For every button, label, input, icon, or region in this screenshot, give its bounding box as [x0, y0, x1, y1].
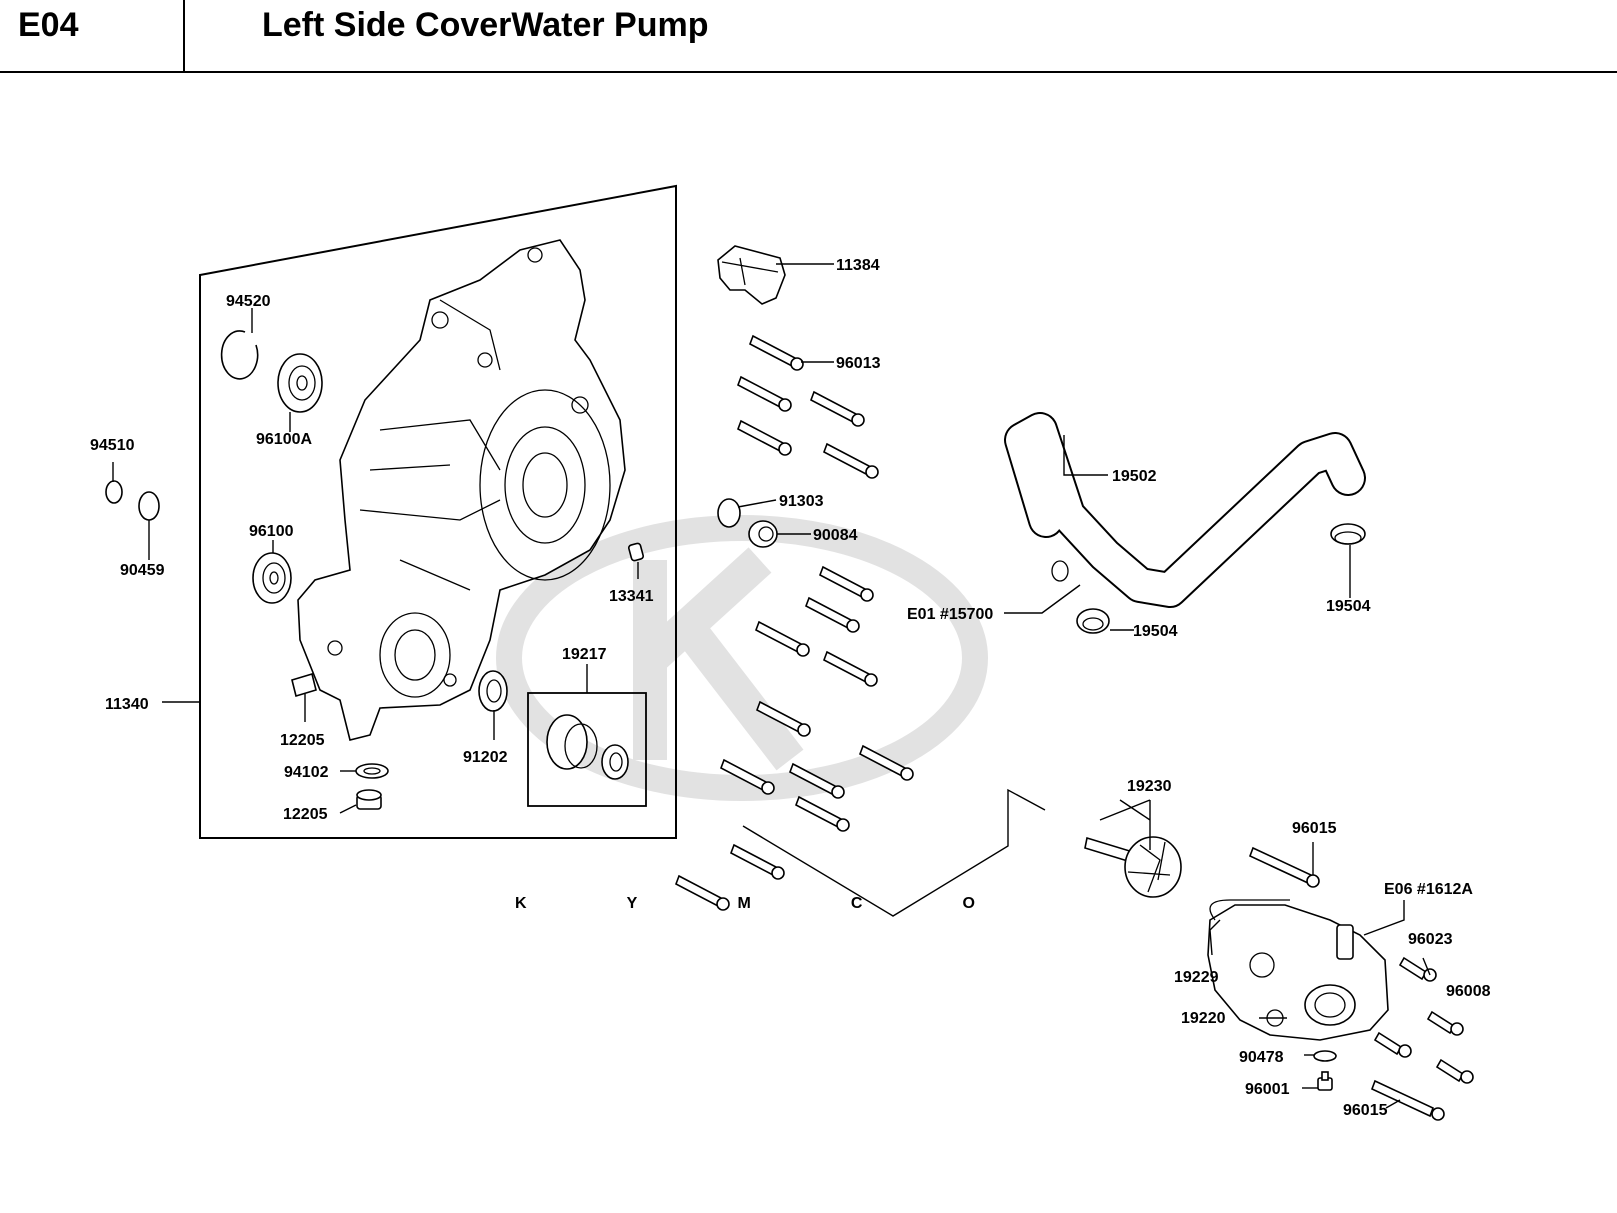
label-94102: 94102 [284, 764, 329, 781]
label-96001: 96001 [1245, 1081, 1290, 1098]
label-90459: 90459 [120, 562, 165, 579]
label-19220: 19220 [1181, 1010, 1226, 1027]
water-pump-cover-19220 [1207, 899, 1389, 1041]
label-19504-left: 19504 [1133, 623, 1178, 640]
bearing-96100A [277, 353, 323, 413]
assembly-connector-line [742, 788, 1046, 917]
kymco-watermark: KYMCO [496, 515, 988, 912]
label-11340: 11340 [105, 696, 149, 713]
bolt-set-lower [675, 565, 914, 911]
label-11384: 11384 [836, 257, 880, 274]
label-19229: 19229 [1174, 969, 1219, 986]
label-19230: 19230 [1127, 778, 1172, 795]
washer-90478 [1313, 1050, 1337, 1062]
impeller-19230 [1084, 836, 1182, 898]
label-94510: 94510 [90, 437, 135, 454]
label-96100A: 96100A [256, 431, 312, 448]
label-12205-top: 12205 [280, 732, 325, 749]
label-E06-1612A: E06 #1612A [1384, 881, 1473, 898]
label-94520: 94520 [226, 293, 271, 310]
label-13341: 13341 [609, 588, 654, 605]
label-96015-top: 96015 [1292, 820, 1337, 837]
watermark-text: KYMCO [515, 895, 975, 912]
label-19217: 19217 [562, 646, 607, 663]
label-96023: 96023 [1408, 931, 1453, 948]
hose-clamp-19504-left [1076, 608, 1110, 634]
oil-seal-91202 [478, 670, 508, 712]
washer-90459 [138, 491, 160, 521]
label-19504-right: 19504 [1326, 598, 1371, 615]
bolt-set-pump [1370, 956, 1474, 1121]
label-96100: 96100 [249, 523, 294, 540]
hose-clamp-19504-right [1330, 523, 1366, 545]
page-header: E04 Left Side CoverWater Pump [0, 0, 1617, 73]
label-90478: 90478 [1239, 1049, 1284, 1066]
page-title: Left Side CoverWater Pump [262, 6, 709, 44]
circlip-94520 [220, 330, 259, 380]
label-91202: 91202 [463, 749, 508, 766]
seal-kit-19217-parts [546, 714, 629, 780]
cover-assembly-frame [199, 184, 677, 839]
bearing-96100 [252, 552, 292, 604]
drain-bolt-96001 [1317, 1071, 1333, 1091]
washer-94102 [355, 763, 389, 779]
label-96013: 96013 [836, 355, 881, 372]
label-90084: 90084 [813, 527, 858, 544]
label-96015-bottom: 96015 [1343, 1102, 1388, 1119]
o-ring-91303 [717, 498, 741, 528]
section-code: E04 [18, 6, 79, 44]
leader-lines [112, 263, 1431, 1109]
left-side-cover-drawing [297, 239, 626, 741]
label-19502: 19502 [1112, 468, 1157, 485]
header-divider [183, 0, 185, 72]
label-91303: 91303 [779, 493, 824, 510]
collar-90084 [748, 520, 778, 548]
bolt-set-96013 [737, 334, 879, 479]
bolt-96015-top [1248, 846, 1313, 885]
label-E01-15700: E01 #15700 [907, 606, 993, 623]
plug-12205-top [291, 672, 317, 698]
plug-12205-bottom [356, 789, 382, 810]
bracket-11384 [717, 245, 786, 305]
clip-94510 [105, 480, 123, 504]
pin-13341 [628, 542, 644, 562]
coolant-hose-19502 [1004, 412, 1366, 608]
label-12205-bottom: 12205 [283, 806, 328, 823]
label-96008: 96008 [1446, 983, 1491, 1000]
